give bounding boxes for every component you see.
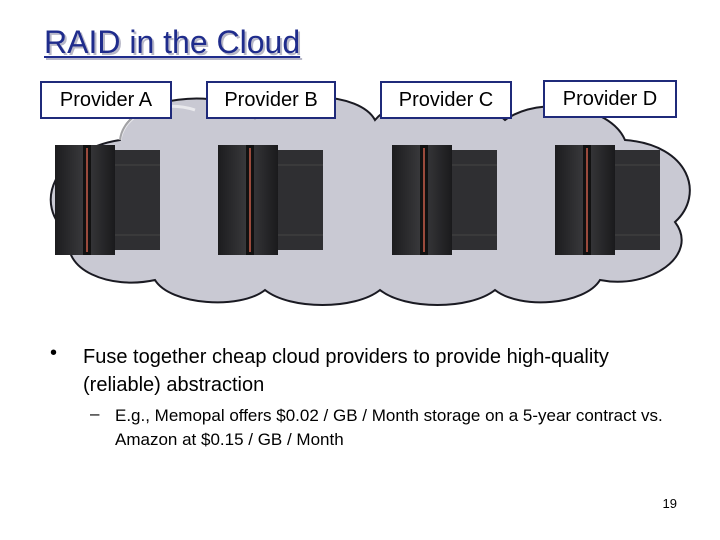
page-number: 19 (662, 496, 677, 511)
provider-c-label: Provider C (380, 81, 512, 119)
provider-label-text: Provider B (224, 89, 318, 111)
server-rack-icon (555, 145, 660, 255)
server-rack-icon (55, 145, 160, 255)
provider-label-text: Provider D (562, 88, 658, 110)
provider-a-label: Provider A (40, 81, 172, 119)
server-rack-icon (392, 145, 497, 255)
sub-bullet-text: E.g., Memopal offers $0.02 / GB / Month … (115, 406, 663, 449)
server-rack-icon (218, 145, 323, 255)
provider-b-label: Provider B (206, 81, 336, 119)
provider-d-label: Provider D (543, 80, 677, 118)
provider-label-text: Provider A (59, 89, 153, 111)
slide-title: RAID in the Cloud (44, 24, 301, 60)
provider-label-text: Provider C (398, 89, 494, 111)
bullet-marker: • (50, 342, 58, 364)
sub-bullet-marker: – (90, 404, 100, 423)
bullet-text: Fuse together cheap cloud providers to p… (83, 346, 609, 396)
